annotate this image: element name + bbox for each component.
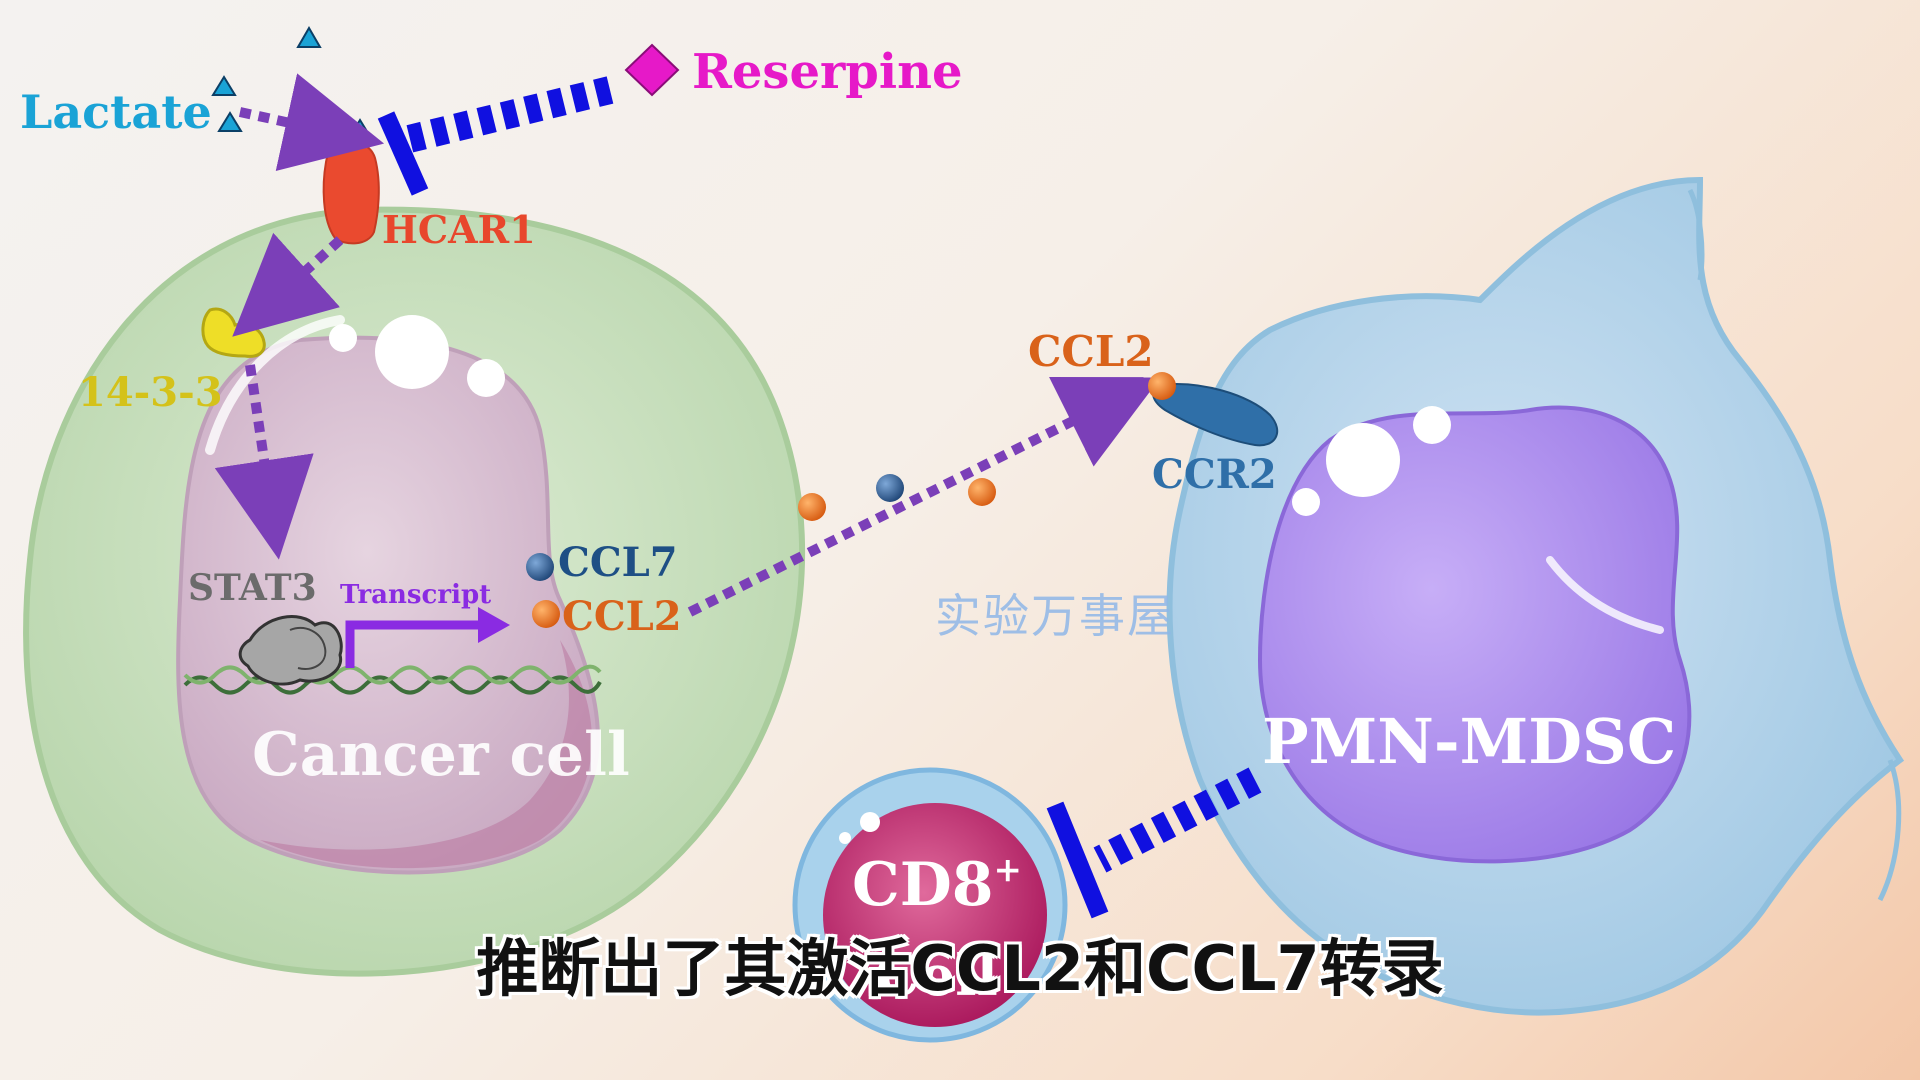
vesicle (467, 359, 505, 397)
ccl2-molecule (968, 478, 996, 506)
vesicle (329, 324, 357, 352)
hcar1-receptor: HCAR1 (322, 140, 536, 252)
lactate-triangle-icon (296, 26, 322, 48)
pmn-mdsc-cell: PMN-MDSC (1166, 176, 1905, 1016)
vesicle (1292, 488, 1320, 516)
ccl2-molecule (532, 600, 560, 628)
ccl7-molecule (876, 474, 904, 502)
video-subtitle: 推断出了其激活CCL2和CCL7转录 (476, 932, 1444, 1005)
reserpine-inhibition-bar (377, 111, 429, 196)
ccl7-molecule (526, 553, 554, 581)
lactate-triangle-icon (217, 111, 243, 132)
dna-strand-a (183, 675, 602, 695)
ccr2-receptor: CCL2 CCR2 (1028, 327, 1279, 498)
lactate-triangle-icon (347, 118, 373, 139)
hcar1-shape (322, 140, 380, 245)
vesicle (860, 812, 880, 832)
pmn-mdsc-process (1877, 759, 1902, 902)
reserpine-inhibition-line (401, 76, 614, 154)
stat3-protein: STAT3 (188, 567, 343, 686)
ccl2-inside-label: CCL2 (562, 593, 682, 640)
cd8-cell-word: Cell (875, 943, 998, 1009)
mdsc-inhibition (1046, 767, 1262, 919)
reserpine-label: Reserpine (692, 44, 963, 100)
vesicle (1326, 423, 1400, 497)
dna-strand-b (183, 664, 602, 685)
watermark-text: 实验万事屋 (935, 589, 1175, 643)
pmn-mdsc-highlight (1546, 556, 1664, 634)
ccr2-label: CCR2 (1152, 451, 1277, 498)
arrow-ccl2-to-ccr2 (687, 377, 1161, 617)
chemokines-in-cell: CCL7 CCL2 (526, 539, 682, 640)
ccr2-shape (1152, 383, 1279, 447)
lactate-molecules: Lactate (20, 26, 373, 139)
vesicle (1413, 406, 1451, 444)
pmn-mdsc-label: PMN-MDSC (1262, 705, 1676, 778)
hcar1-label: HCAR1 (382, 207, 536, 252)
transcript-label: Transcript (340, 580, 491, 610)
reserpine-inhibition: Reserpine (377, 43, 963, 196)
protein-14-3-3-label: 14-3-3 (78, 369, 223, 416)
cd8-text: CD8 (852, 850, 994, 920)
arrow-14-3-3-to-stat3 (214, 364, 314, 560)
transcript-arrow-path (345, 620, 485, 668)
reserpine-diamond-icon (624, 43, 680, 97)
cancer-cell-label: Cancer cell (252, 720, 630, 790)
ccl2-molecule (798, 493, 826, 521)
stat3-label: STAT3 (188, 567, 317, 609)
mdsc-inhibition-bar (1046, 801, 1109, 919)
chemokines-in-transit (798, 474, 996, 521)
cd8-cell-inner (823, 803, 1047, 1027)
ccl2-receptor-label: CCL2 (1028, 327, 1154, 376)
mdsc-inhibition-line (1093, 767, 1262, 873)
pmn-mdsc-process (1687, 188, 1705, 281)
stat3-blob-inner (289, 627, 327, 670)
lactate-label: Lactate (20, 85, 212, 139)
arrow-lactate-to-hcar1 (238, 73, 385, 172)
transcript-arrow-head (478, 607, 510, 643)
cd8-superscript: + (994, 850, 1023, 890)
ccl2-bound-molecule (1148, 372, 1176, 400)
vesicle (839, 832, 851, 844)
signaling-arrows (214, 73, 1161, 617)
dna-strand (183, 664, 602, 695)
ccl7-label: CCL7 (558, 539, 678, 586)
pmn-mdsc-nucleus (1257, 405, 1692, 864)
transcript-arrow: Transcript (340, 580, 510, 668)
cd8-label: CD8+ (852, 850, 1022, 920)
vesicle (375, 315, 449, 389)
lactate-triangle-icon (211, 75, 237, 96)
cd8-cell: CD8+ Cell (792, 767, 1068, 1043)
